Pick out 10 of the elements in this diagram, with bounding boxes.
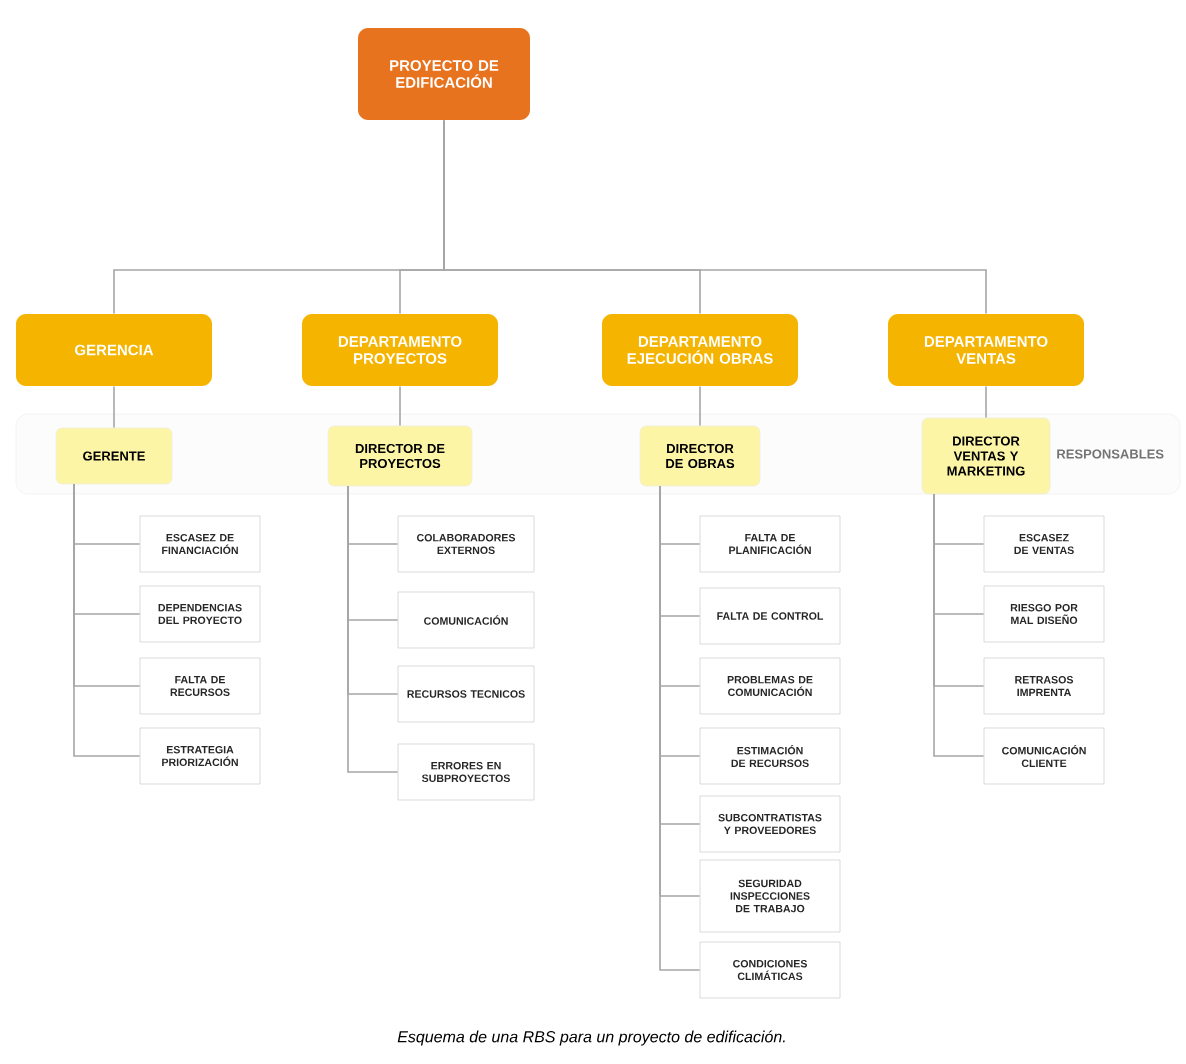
connector-line bbox=[443, 119, 987, 315]
caption: Esquema de una RBS para un proyecto de edificación. bbox=[397, 1030, 785, 1046]
connector-line bbox=[659, 485, 701, 971]
connector-line bbox=[699, 385, 701, 427]
connector-line bbox=[985, 385, 987, 419]
connector-line bbox=[347, 485, 399, 773]
connector-line bbox=[399, 385, 401, 427]
connector-line bbox=[113, 385, 115, 429]
connector-line bbox=[73, 483, 141, 757]
connector-line bbox=[933, 493, 985, 757]
